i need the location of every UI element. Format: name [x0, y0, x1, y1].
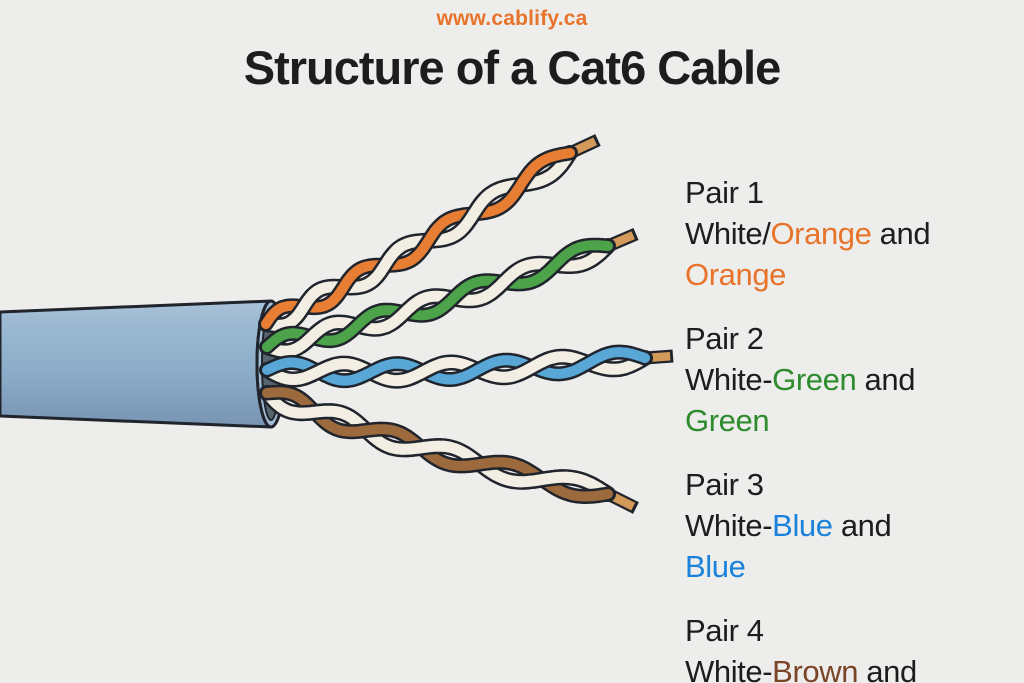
cable-jacket	[0, 299, 273, 429]
pair-description-line: White-Green and	[685, 359, 915, 400]
wire-pair-orange	[258, 134, 601, 334]
text-segment-brown: Brown	[772, 654, 859, 683]
text-segment-ink: White-	[685, 362, 773, 397]
website-url: www.cablify.ca	[436, 7, 588, 30]
pair-description-line: Orange	[685, 254, 930, 295]
pair-title: Pair 3	[685, 467, 764, 502]
text-segment-ink: White-	[685, 654, 773, 683]
wire-pair-green	[259, 228, 639, 360]
text-segment-ink: and	[871, 216, 931, 251]
pair-description-line: White/Orange and	[685, 213, 931, 254]
text-segment-orange: Orange	[770, 216, 872, 251]
wire-pair-blue	[259, 344, 674, 389]
pair-description-line: White-Brown and	[685, 651, 917, 683]
text-segment-ink: and	[856, 362, 916, 397]
pair-title: Pair 1	[685, 175, 764, 210]
pair-description-line: Blue	[685, 546, 891, 587]
pair-description-line: White-Blue and	[685, 505, 892, 546]
text-segment-ink: and	[832, 508, 892, 543]
text-segment-ink: and	[858, 654, 917, 683]
text-segment-green: Green	[685, 403, 770, 438]
text-segment-green: Green	[772, 362, 857, 397]
text-segment-orange: Orange	[685, 257, 786, 292]
page-title: Structure of a Cat6 Cable	[243, 41, 782, 94]
pair-description-line: Green	[685, 400, 915, 441]
text-segment-blue: Blue	[772, 508, 833, 543]
pair-title: Pair 2	[685, 321, 764, 356]
text-segment-ink: White-	[685, 508, 773, 543]
text-segment-ink: White/	[685, 216, 771, 251]
pair-title: Pair 4	[685, 613, 764, 648]
text-segment-blue: Blue	[685, 549, 746, 584]
wire-pair-brown	[259, 384, 639, 514]
